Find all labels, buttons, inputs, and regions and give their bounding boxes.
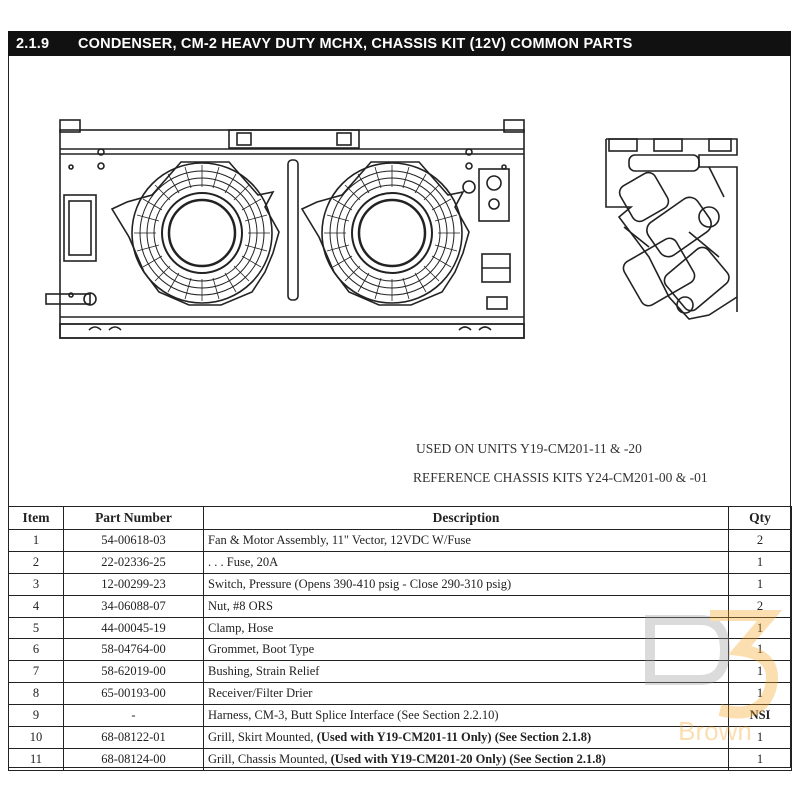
description-text: . . . Fuse, 20A bbox=[208, 554, 279, 569]
item-cell: 8 bbox=[8, 682, 64, 706]
section-header: 2.1.9 CONDENSER, CM-2 HEAVY DUTY MCHX, C… bbox=[8, 31, 791, 56]
item-cell: 1 bbox=[8, 529, 64, 552]
description-text: Bushing, Strain Relief bbox=[208, 664, 320, 679]
item-cell: 3 bbox=[8, 572, 64, 596]
description-cell: Fan & Motor Assembly, 11" Vector, 12VDC … bbox=[203, 529, 729, 552]
part-number-cell: 68-08122-01 bbox=[63, 726, 204, 749]
item-cell: 4 bbox=[8, 594, 64, 618]
table-header-row: Item Part Number Description Qty bbox=[8, 506, 792, 530]
description-text: Receiver/Filter Drier bbox=[208, 686, 313, 701]
part-number-cell: 12-00299-23 bbox=[63, 572, 204, 596]
part-number-cell: - bbox=[63, 704, 204, 728]
item-cell: 7 bbox=[8, 660, 64, 684]
description-text: Grill, Chassis Mounted, bbox=[208, 751, 331, 766]
qty-cell: 1 bbox=[728, 638, 792, 662]
col-header-part-number: Part Number bbox=[63, 506, 204, 530]
description-cell: Clamp, Hose bbox=[203, 616, 729, 640]
description-cell: Switch, Pressure (Opens 390-410 psig - C… bbox=[203, 572, 729, 596]
description-cell: Grill, Chassis Mounted, (Used with Y19-C… bbox=[203, 747, 729, 771]
qty-cell: NSI bbox=[728, 704, 792, 728]
description-cell: . . . Fuse, 20A bbox=[203, 550, 729, 574]
part-number-cell: 58-04764-00 bbox=[63, 638, 204, 662]
description-text: Fan & Motor Assembly, 11" Vector, 12VDC … bbox=[208, 532, 471, 547]
used-on-note: USED ON UNITS Y19-CM201-11 & -20 bbox=[416, 441, 642, 456]
col-header-description: Description bbox=[203, 506, 729, 530]
description-cell: Grommet, Boot Type bbox=[203, 638, 729, 662]
table-row: 9-Harness, CM-3, Butt Splice Interface (… bbox=[8, 704, 792, 728]
left-fan bbox=[110, 161, 280, 306]
description-text: Grill, Skirt Mounted, bbox=[208, 729, 317, 744]
qty-cell: 2 bbox=[728, 529, 792, 552]
condenser-side-view bbox=[605, 138, 738, 320]
description-text: Clamp, Hose bbox=[208, 620, 274, 635]
reference-note: REFERENCE CHASSIS KITS Y24-CM201-00 & -0… bbox=[413, 470, 708, 485]
condenser-drawing bbox=[45, 119, 738, 339]
description-cell: Bushing, Strain Relief bbox=[203, 660, 729, 684]
description-cell: Receiver/Filter Drier bbox=[203, 682, 729, 706]
part-number-cell: 68-08124-00 bbox=[63, 747, 204, 771]
col-header-qty: Qty bbox=[728, 506, 792, 530]
qty-cell: 1 bbox=[728, 660, 792, 684]
part-number-cell: 65-00193-00 bbox=[63, 682, 204, 706]
description-cell: Grill, Skirt Mounted, (Used with Y19-CM2… bbox=[203, 726, 729, 749]
part-number-cell: 44-00045-19 bbox=[63, 616, 204, 640]
item-cell: 10 bbox=[8, 726, 64, 749]
qty-cell: 1 bbox=[728, 682, 792, 706]
description-cell: Harness, CM-3, Butt Splice Interface (Se… bbox=[203, 704, 729, 728]
section-number: 2.1.9 bbox=[16, 35, 50, 52]
description-cell: Nut, #8 ORS bbox=[203, 594, 729, 618]
description-bold-note: (Used with Y19-CM201-20 Only) (See Secti… bbox=[330, 751, 606, 766]
description-text: Grommet, Boot Type bbox=[208, 642, 315, 657]
item-cell: 5 bbox=[8, 616, 64, 640]
item-cell: 11 bbox=[8, 747, 64, 771]
item-cell: 9 bbox=[8, 704, 64, 728]
item-cell: 2 bbox=[8, 550, 64, 574]
condenser-front-view bbox=[45, 119, 525, 339]
description-text: Harness, CM-3, Butt Splice Interface (Se… bbox=[208, 708, 499, 723]
qty-cell: 1 bbox=[728, 747, 792, 771]
qty-cell: 1 bbox=[728, 572, 792, 596]
qty-cell: 1 bbox=[728, 616, 792, 640]
description-bold-note: (Used with Y19-CM201-11 Only) (See Secti… bbox=[316, 729, 592, 744]
section-title: CONDENSER, CM-2 HEAVY DUTY MCHX, CHASSIS… bbox=[78, 35, 633, 52]
part-number-cell: 58-62019-00 bbox=[63, 660, 204, 684]
right-fan bbox=[300, 161, 470, 306]
part-number-cell: 22-02336-25 bbox=[63, 550, 204, 574]
description-text: Switch, Pressure (Opens 390-410 psig - C… bbox=[208, 576, 512, 591]
description-text: Nut, #8 ORS bbox=[208, 598, 273, 613]
part-number-cell: 34-06088-07 bbox=[63, 594, 204, 618]
qty-cell: 1 bbox=[728, 550, 792, 574]
qty-cell: 2 bbox=[728, 594, 792, 618]
qty-cell: 1 bbox=[728, 726, 792, 749]
part-number-cell: 54-00618-03 bbox=[63, 529, 204, 552]
item-cell: 6 bbox=[8, 638, 64, 662]
col-header-item: Item bbox=[8, 506, 64, 530]
